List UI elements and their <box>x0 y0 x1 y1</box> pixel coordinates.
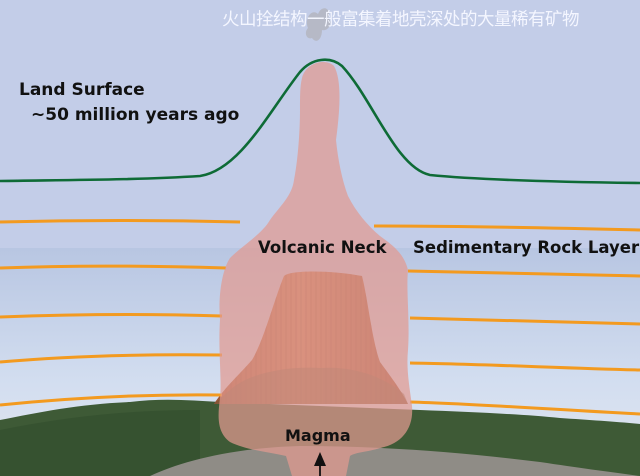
smoke-icon <box>305 8 331 41</box>
forest-shade <box>0 410 200 476</box>
sedimentary-rock-layer-label: Sedimentary Rock Layer <box>413 238 640 257</box>
land-surface-label: Land Surface <box>19 80 145 100</box>
land-surface-line <box>0 58 640 185</box>
land-surface-age-label: ~50 million years ago <box>31 105 240 125</box>
arrow-up-icon <box>314 452 326 476</box>
sedimentary-layer-lines <box>0 219 640 416</box>
volcanic-neck-shape <box>218 62 413 476</box>
magma-label: Magma <box>285 426 351 445</box>
chart-title: 火山拴结构一般富集着地壳深处的大量稀有矿物 <box>222 10 580 30</box>
ground <box>150 446 640 476</box>
volcanic-neck-label: Volcanic Neck <box>258 238 387 257</box>
